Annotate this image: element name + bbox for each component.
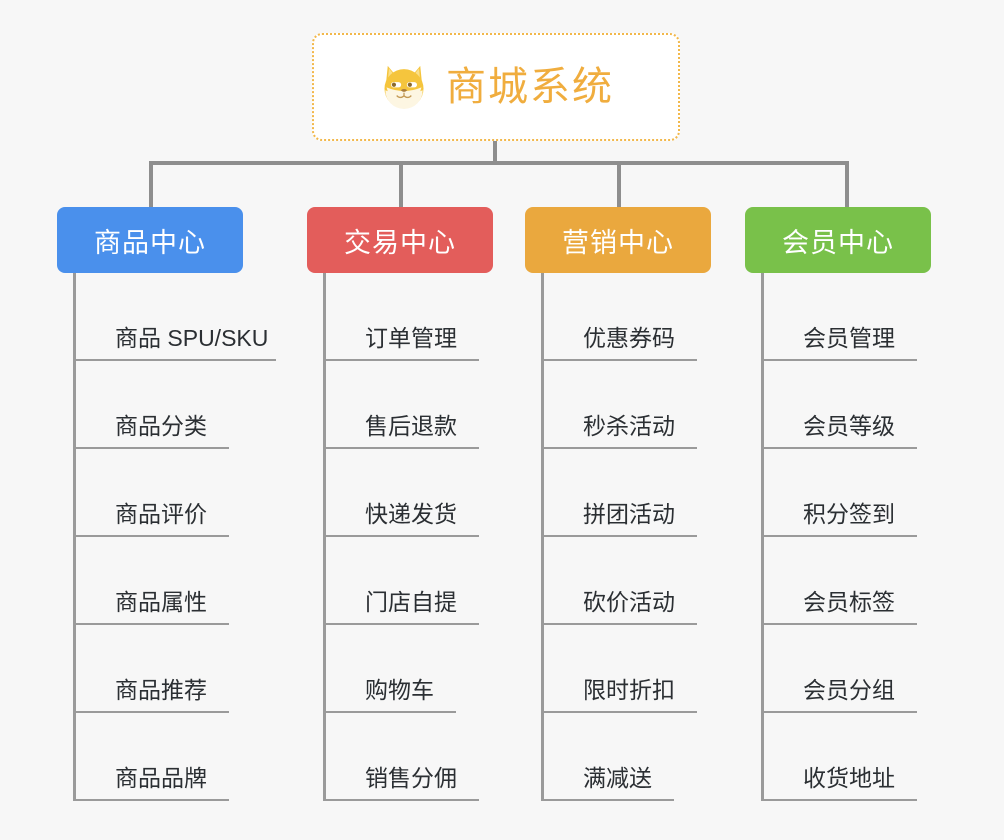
- leaf-item[interactable]: 商品品牌: [73, 713, 229, 801]
- leaf-item[interactable]: 收货地址: [761, 713, 917, 801]
- leaf-item[interactable]: 拼团活动: [541, 449, 697, 537]
- leaf-label: 限时折扣: [583, 677, 675, 703]
- leaf-item[interactable]: 门店自提: [323, 537, 479, 625]
- leaf-item[interactable]: 商品评价: [73, 449, 229, 537]
- leaf-item[interactable]: 订单管理: [323, 273, 479, 361]
- leaf-label: 商品推荐: [115, 677, 207, 703]
- branch-header-label: 营销中心: [562, 227, 674, 258]
- leaf-label: 积分签到: [803, 501, 895, 527]
- leaf-item[interactable]: 会员分组: [761, 625, 917, 713]
- leaf-label: 商品品牌: [115, 765, 207, 791]
- connector-drop-4: [845, 161, 849, 209]
- branch-header-product-center[interactable]: 商品中心: [57, 207, 243, 273]
- leaf-label: 商品属性: [115, 589, 207, 615]
- leaf-item[interactable]: 商品 SPU/SKU: [73, 273, 276, 361]
- leaf-label: 快递发货: [365, 501, 457, 527]
- leaf-label: 商品 SPU/SKU: [115, 325, 269, 351]
- leaf-item[interactable]: 满减送: [541, 713, 674, 801]
- branch-header-label: 商品中心: [94, 227, 206, 258]
- root-node-shop-system[interactable]: 商城系统: [312, 33, 680, 141]
- connector-drop-3: [617, 161, 621, 209]
- connector-drop-2: [399, 161, 403, 209]
- connector-horizontal-bus: [149, 161, 849, 165]
- leaf-item[interactable]: 优惠券码: [541, 273, 697, 361]
- leaf-label: 购物车: [365, 677, 434, 703]
- leaf-item[interactable]: 快递发货: [323, 449, 479, 537]
- branch-header-member-center[interactable]: 会员中心: [745, 207, 931, 273]
- leaf-label: 会员等级: [803, 413, 895, 439]
- leaf-label: 门店自提: [365, 589, 457, 615]
- branch-header-label: 会员中心: [782, 227, 894, 258]
- root-title: 商城系统: [446, 65, 614, 109]
- leaf-label: 商品评价: [115, 501, 207, 527]
- leaf-item[interactable]: 销售分佣: [323, 713, 479, 801]
- leaf-item[interactable]: 售后退款: [323, 361, 479, 449]
- branch-header-marketing-center[interactable]: 营销中心: [525, 207, 711, 273]
- leaf-item[interactable]: 会员标签: [761, 537, 917, 625]
- leaf-item[interactable]: 会员管理: [761, 273, 917, 361]
- leaf-label: 收货地址: [803, 765, 895, 791]
- leaf-item[interactable]: 商品推荐: [73, 625, 229, 713]
- branch-header-label: 交易中心: [344, 227, 456, 258]
- leaf-label: 商品分类: [115, 413, 207, 439]
- leaf-label: 会员分组: [803, 677, 895, 703]
- leaf-item[interactable]: 砍价活动: [541, 537, 697, 625]
- leaf-label: 会员标签: [803, 589, 895, 615]
- leaf-label: 满减送: [583, 765, 652, 791]
- leaf-label: 拼团活动: [583, 501, 675, 527]
- leaf-item[interactable]: 限时折扣: [541, 625, 697, 713]
- leaf-item[interactable]: 积分签到: [761, 449, 917, 537]
- leaf-label: 销售分佣: [365, 765, 457, 791]
- shiba-dog-icon: [384, 65, 424, 109]
- leaf-item[interactable]: 商品属性: [73, 537, 229, 625]
- leaf-label: 会员管理: [803, 325, 895, 351]
- leaf-item[interactable]: 商品分类: [73, 361, 229, 449]
- connector-root-vertical: [493, 141, 497, 164]
- leaf-label: 优惠券码: [583, 325, 675, 351]
- leaf-item[interactable]: 会员等级: [761, 361, 917, 449]
- leaf-item[interactable]: 秒杀活动: [541, 361, 697, 449]
- leaf-label: 砍价活动: [583, 589, 675, 615]
- leaf-item[interactable]: 购物车: [323, 625, 456, 713]
- leaf-label: 秒杀活动: [583, 413, 675, 439]
- leaf-label: 订单管理: [365, 325, 457, 351]
- branch-header-trade-center[interactable]: 交易中心: [307, 207, 493, 273]
- leaf-label: 售后退款: [365, 413, 457, 439]
- connector-drop-1: [149, 161, 153, 209]
